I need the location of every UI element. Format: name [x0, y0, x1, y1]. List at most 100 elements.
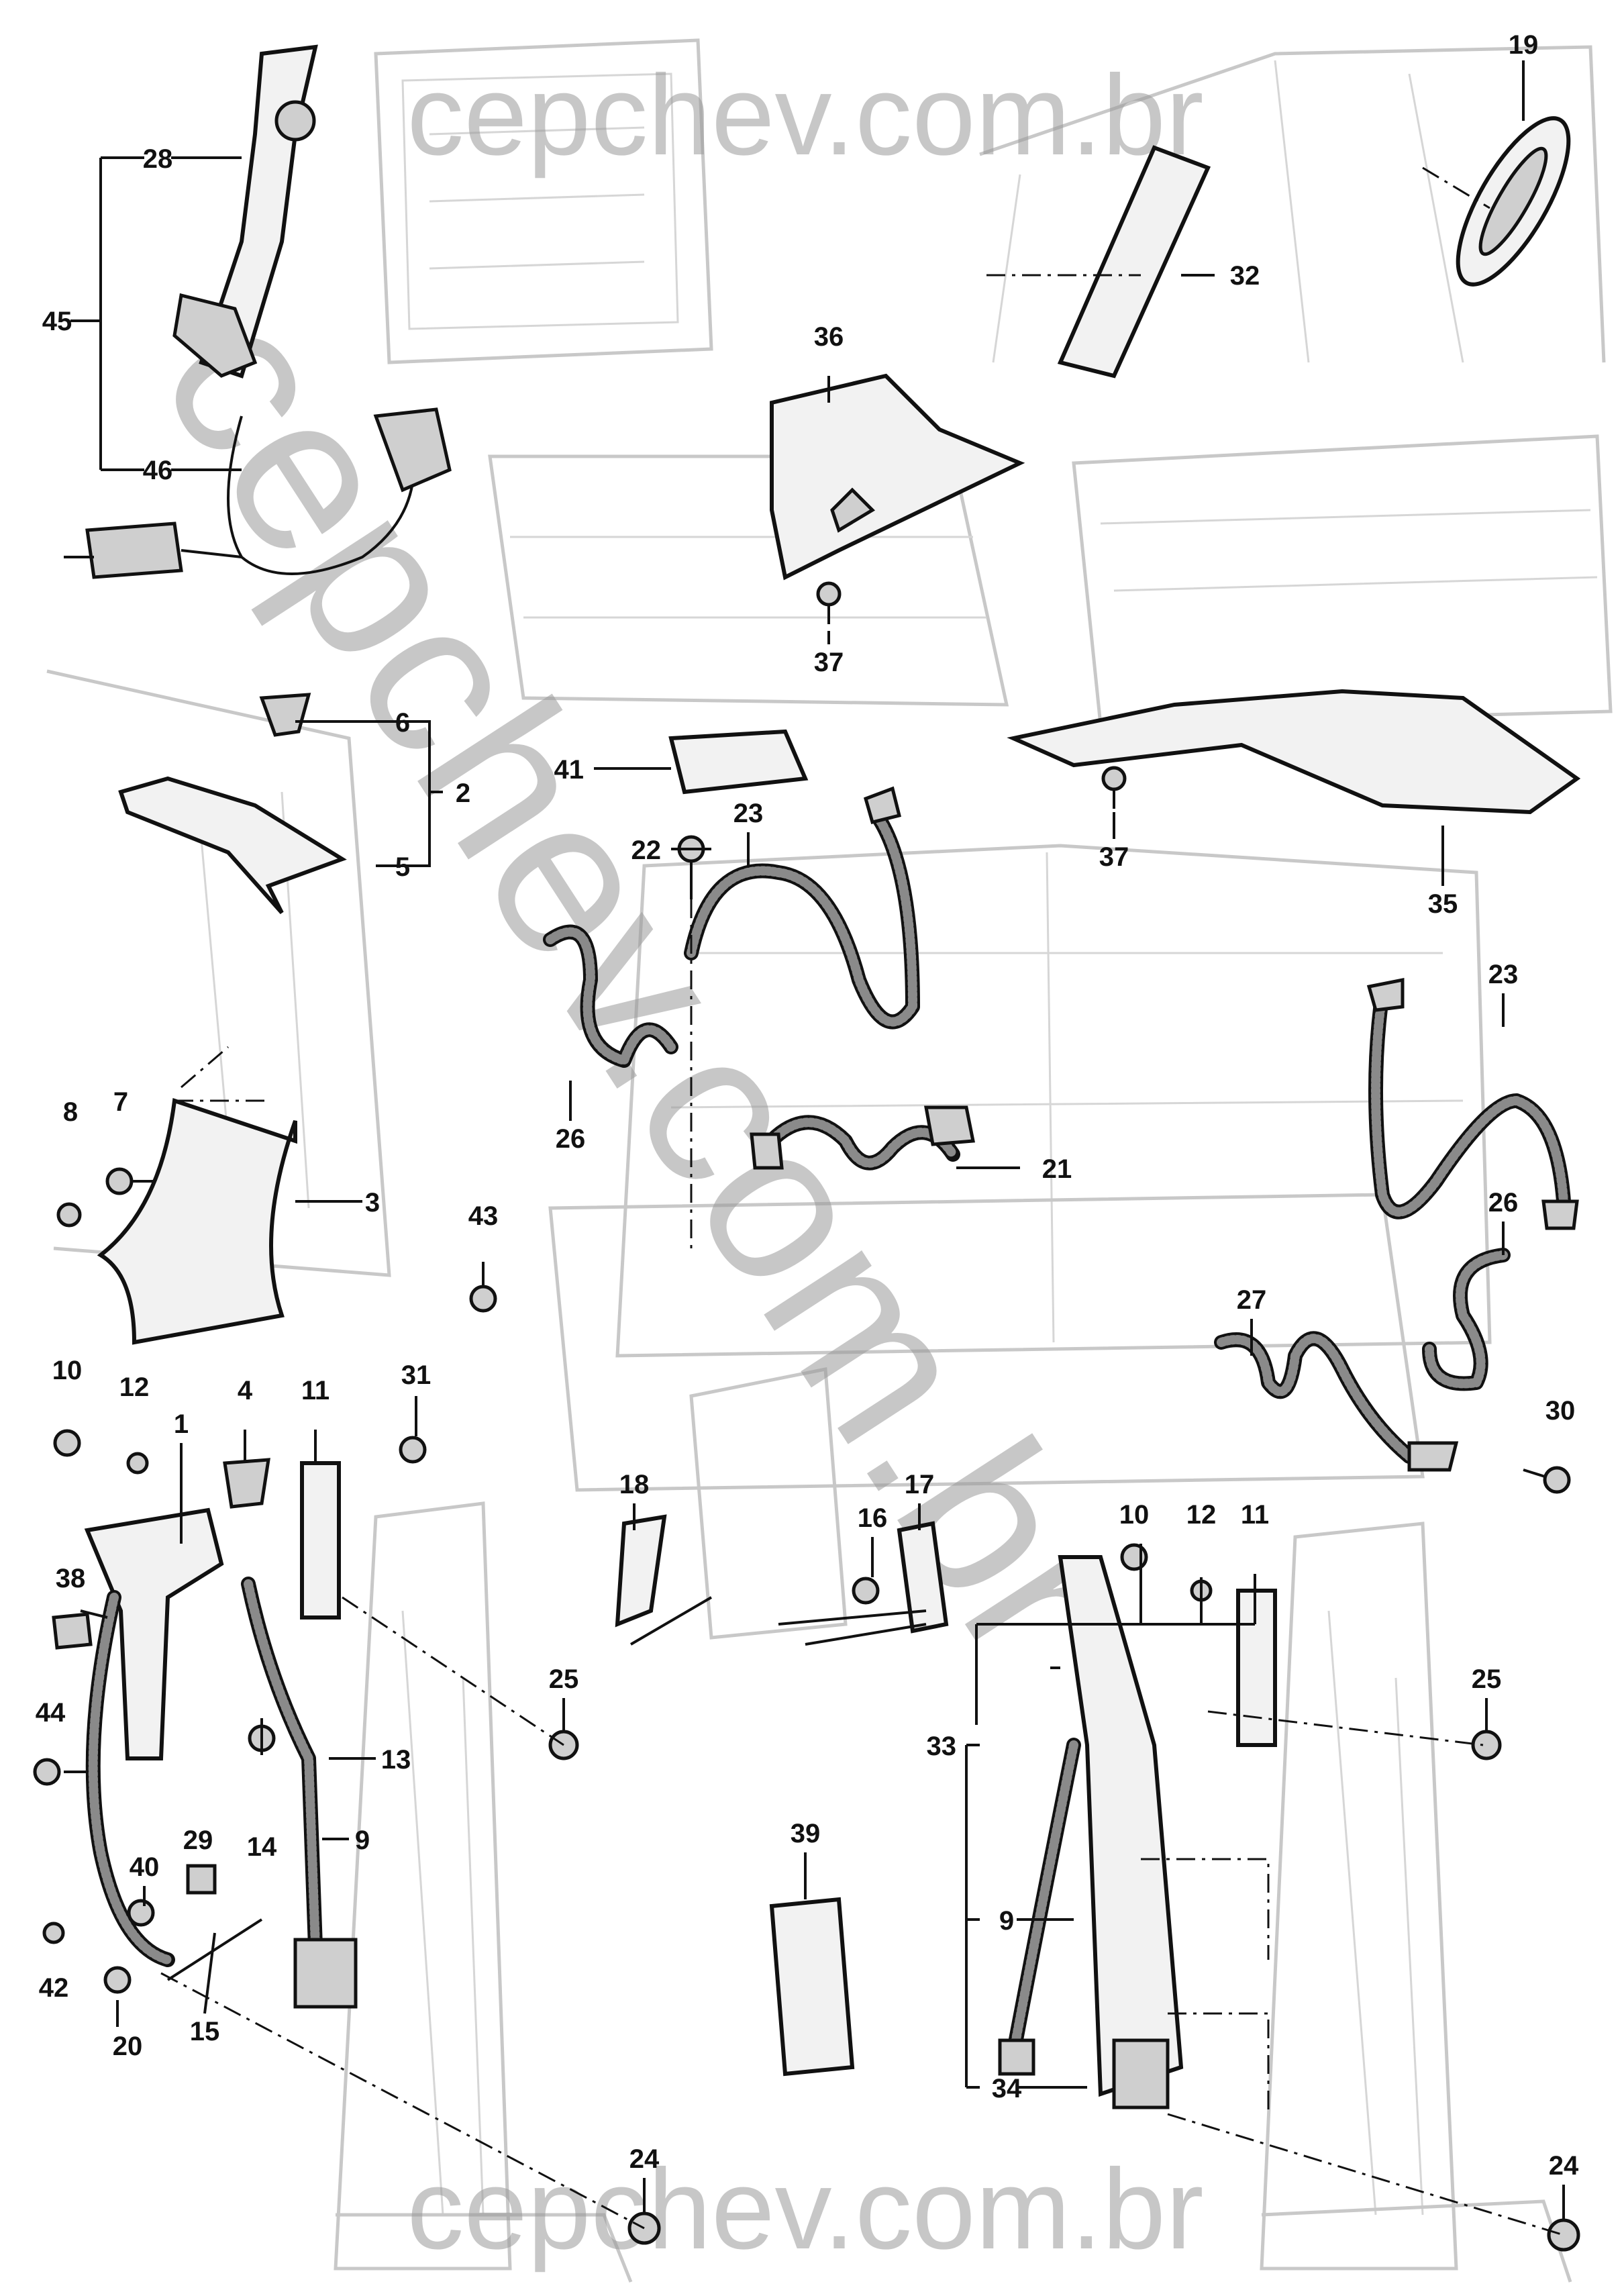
part-41-cover	[668, 729, 809, 795]
callout-9-left: 9	[355, 1826, 370, 1855]
part-32-trim-strip	[1057, 145, 1211, 379]
watermark-top: cepchev.com.br	[407, 52, 1203, 179]
part-27-belt	[1214, 1331, 1459, 1472]
callout-3: 3	[365, 1188, 380, 1217]
part-8-washer	[56, 1202, 82, 1228]
callout-11-right: 11	[1241, 1500, 1269, 1530]
part-44-bolt	[33, 1758, 61, 1786]
part-1-pillar-trim	[84, 1507, 224, 1760]
callout-29: 29	[183, 1826, 213, 1855]
watermark-bottom: cepchev.com.br	[407, 2146, 1203, 2273]
part-26-belt-right	[1422, 1248, 1511, 1391]
part-11-anchor-left	[300, 1461, 341, 1620]
part-42-washer	[42, 1922, 65, 1944]
callout-11-left: 11	[301, 1376, 329, 1405]
callout-7: 7	[113, 1087, 128, 1117]
callout-26-right: 26	[1488, 1188, 1519, 1217]
part-6-clip	[259, 693, 311, 737]
callout-8: 8	[63, 1097, 78, 1127]
part-30-bolt	[1523, 1466, 1571, 1494]
part-26-belt-left	[543, 924, 678, 1068]
part-25-nut-right	[1471, 1730, 1502, 1760]
callout-23-left: 23	[733, 799, 764, 828]
callout-25-right: 25	[1472, 1664, 1502, 1694]
callout-27: 27	[1237, 1285, 1267, 1315]
part-5-trim	[118, 776, 347, 914]
callout-30: 30	[1545, 1396, 1576, 1426]
part-4-clip	[223, 1458, 270, 1509]
part-15-cable	[166, 1918, 263, 1981]
part-16-bolt	[852, 1577, 880, 1605]
leader-lines	[64, 60, 1565, 2236]
callout-18: 18	[619, 1470, 650, 1499]
background-body-structure	[46, 38, 1613, 2283]
part-33-belt-assembly	[998, 1555, 1184, 2109]
callout-14: 14	[247, 1832, 277, 1862]
callout-21: 21	[1042, 1154, 1072, 1184]
part-12-washer-left	[126, 1452, 149, 1475]
callout-35: 35	[1428, 889, 1458, 919]
part-46-harness	[227, 415, 415, 575]
part-39-booklet	[769, 1897, 855, 2077]
callout-4: 4	[238, 1376, 253, 1405]
part-11-anchor-right	[1236, 1589, 1277, 1747]
callout-41: 41	[554, 755, 585, 785]
callout-5: 5	[395, 852, 410, 882]
callout-31: 31	[401, 1360, 432, 1390]
part-31-bolt	[399, 1436, 427, 1464]
callout-labels: 19 28 45 46 32 36 37 6 2 5 41 37 35 22 2…	[36, 30, 1579, 2181]
callout-26-left: 26	[556, 1124, 586, 1154]
part-36-pillar-cover	[770, 373, 1025, 581]
callout-15: 15	[190, 2017, 220, 2046]
callout-6: 6	[395, 708, 410, 738]
part-10-bolt-right	[1120, 1543, 1148, 1571]
callout-34: 34	[992, 2074, 1022, 2103]
callout-22: 22	[631, 836, 662, 865]
callout-36: 36	[814, 322, 844, 352]
part-3-lower-trim	[97, 1097, 297, 1345]
callout-33: 33	[927, 1732, 957, 1761]
part-9-belt-left	[85, 1577, 358, 2009]
part-21-buckle-harness	[750, 1105, 976, 1171]
callout-16: 16	[858, 1503, 888, 1533]
callout-43: 43	[468, 1201, 499, 1231]
callout-46: 46	[143, 456, 173, 485]
callout-44: 44	[36, 1698, 66, 1728]
part-18-buckle	[615, 1514, 713, 1646]
callout-9-right: 9	[999, 1906, 1014, 1936]
callout-2: 2	[456, 779, 470, 808]
part-10-bolt-left	[53, 1429, 81, 1457]
callout-28: 28	[143, 144, 173, 174]
part-38-clip	[52, 1612, 93, 1650]
callout-45: 45	[42, 307, 72, 336]
callout-40: 40	[130, 1852, 160, 1882]
callout-19: 19	[1509, 30, 1539, 60]
part-23-belt-left	[684, 786, 920, 1030]
callout-38: 38	[56, 1564, 86, 1593]
callout-37-right: 37	[1099, 842, 1129, 872]
callout-37-top: 37	[814, 648, 844, 677]
callout-10-right: 10	[1119, 1500, 1150, 1530]
part-37-screw-b	[1101, 766, 1127, 809]
part-29-clip	[186, 1864, 217, 1895]
parts	[33, 44, 1581, 2252]
part-35-shelf-trim	[1007, 689, 1581, 815]
callout-23-right: 23	[1488, 960, 1519, 989]
callout-10-left: 10	[52, 1356, 83, 1385]
callout-13: 13	[381, 1745, 411, 1775]
part-37-screw-a	[816, 581, 842, 624]
callout-24-left: 24	[629, 2144, 660, 2174]
callout-25-left: 25	[549, 1664, 579, 1694]
callout-20: 20	[113, 2032, 143, 2061]
part-40-bolt	[127, 1899, 155, 1927]
part-23-belt-right	[1366, 977, 1579, 1230]
callout-12-right: 12	[1186, 1500, 1217, 1530]
part-20-bolt	[103, 1966, 132, 1994]
callout-12-left: 12	[119, 1373, 150, 1402]
part-43-bolt	[469, 1262, 497, 1313]
callout-24-right: 24	[1549, 2151, 1579, 2181]
callout-42: 42	[39, 1973, 69, 2003]
part-7-bolt	[105, 1167, 154, 1195]
callout-1: 1	[174, 1409, 189, 1439]
